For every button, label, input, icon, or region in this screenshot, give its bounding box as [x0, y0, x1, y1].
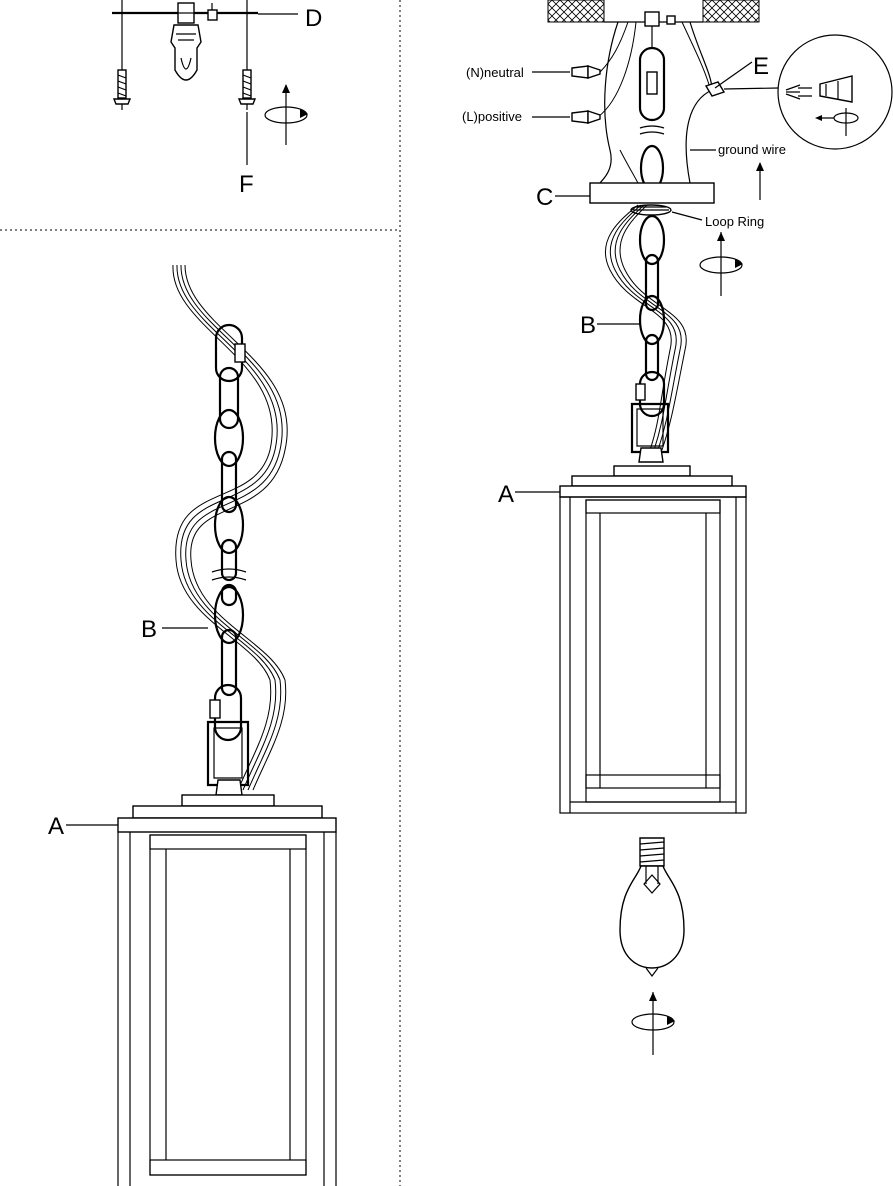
label-ground-wire: ground wire: [718, 142, 786, 157]
wire-nut-detail-icon: [723, 34, 893, 150]
label-D: D: [305, 5, 322, 32]
right-top-plate: [571, 475, 733, 487]
wire-connector-positive-icon: [571, 110, 601, 124]
right-hook-bracket: [630, 402, 670, 463]
ceiling-hatch: [547, 0, 760, 23]
label-C: C: [536, 184, 553, 211]
screw-left-icon: [112, 69, 132, 110]
left-chain: [209, 323, 247, 742]
rotate-arrow-icon: [264, 84, 308, 145]
left-hook-bracket: [206, 720, 250, 796]
label-F: F: [239, 171, 254, 198]
bulb-icon: [619, 837, 685, 977]
label-E: E: [753, 53, 769, 80]
ceiling-hook-loop: [638, 46, 666, 122]
right-chain: [635, 214, 666, 418]
right-pendant-assembly: (N)neutral (L)positive E ground wire C L…: [462, 0, 893, 1055]
right-label-B: B: [580, 312, 596, 339]
left-label-B: B: [141, 616, 157, 643]
right-lantern-body: [559, 485, 747, 814]
left-lantern-body: [117, 817, 337, 1186]
bulb-rotate-arrow-icon: [631, 992, 675, 1055]
mounting-bar: [112, 11, 298, 15]
left-pendant-assembly: B A: [48, 264, 337, 1186]
socket-icon: [170, 24, 202, 81]
left-label-A: A: [48, 813, 64, 840]
rotate-arrow-icon-right: [699, 232, 743, 296]
loop-ring-icon: [630, 204, 672, 216]
ceiling-wires: [597, 21, 713, 184]
canopy-C: [589, 182, 715, 204]
label-neutral: (N)neutral: [466, 65, 524, 80]
center-nipple-nut: [177, 2, 218, 24]
panel-dividers: [0, 0, 401, 1186]
label-positive: (L)positive: [462, 109, 522, 124]
wire-connector-neutral-icon: [571, 65, 601, 79]
left-top-plate: [132, 805, 323, 819]
top-left-mounting-panel: D F: [112, 0, 322, 198]
screw-right-icon: [237, 69, 257, 110]
left-wire-bundle: [172, 264, 288, 791]
right-top-cap: [613, 465, 691, 477]
right-label-A: A: [498, 481, 514, 508]
left-top-cap: [181, 794, 275, 807]
label-loop-ring: Loop Ring: [705, 214, 764, 229]
